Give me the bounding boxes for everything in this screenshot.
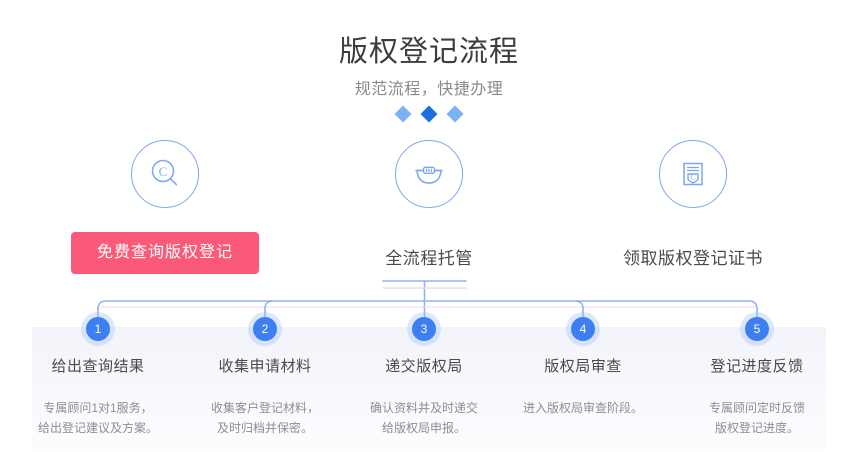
step-item-2: 收集申请材料 收集客户登记材料， 及时归档并保密。 — [170, 355, 360, 438]
step-desc-1: 专属顾问1对1服务， 给出登记建议及方案。 — [3, 398, 193, 438]
step-desc-line2-2: 及时归档并保密。 — [216, 421, 313, 435]
step-badge-2: 2 — [253, 317, 277, 341]
step-item-5: 登记进度反馈 专属顾问定时反馈 版权登记进度。 — [662, 355, 852, 438]
step-desc-4: 进入版权局审查阶段。 — [488, 398, 678, 418]
diamond-icon-left — [394, 105, 412, 123]
step-badge-1: 1 — [86, 317, 110, 341]
copyright-search-icon: C — [131, 140, 199, 208]
step-item-1: 给出查询结果 专属顾问1对1服务， 给出登记建议及方案。 — [3, 355, 193, 438]
step-desc-2: 收集客户登记材料， 及时归档并保密。 — [170, 398, 360, 438]
stage-label-3: 领取版权登记证书 — [623, 249, 763, 268]
step-desc-3: 确认资料并及时递交 给版权局申报。 — [329, 398, 519, 438]
step-desc-line2-5: 版权登记进度。 — [714, 421, 799, 435]
step-title-2: 收集申请材料 — [218, 358, 312, 375]
free-copyright-query-button[interactable]: 免费查询版权登记 — [70, 232, 259, 274]
stage-label-2: 全流程托管 — [385, 249, 473, 268]
stage-column-1: C 免费查询版权登记 — [35, 140, 295, 274]
diamond-separator — [0, 105, 858, 123]
step-item-3: 递交版权局 确认资料并及时递交 给版权局申报。 — [329, 355, 519, 438]
step-desc-line1-2: 收集客户登记材料， — [210, 401, 319, 415]
step-item-4: 版权局审查 进入版权局审查阶段。 — [488, 355, 678, 418]
stage-column-2: 全流程托管 — [299, 140, 559, 269]
step-desc-line1-4: 进入版权局审查阶段。 — [522, 401, 643, 415]
step-title-4: 版权局审查 — [544, 358, 622, 375]
svg-text:C: C — [159, 164, 168, 179]
svg-text:C: C — [690, 173, 695, 182]
step-title-3: 递交版权局 — [385, 358, 463, 375]
step-desc-line2-1: 给出登记建议及方案。 — [37, 421, 158, 435]
certificate-shield-icon: C — [659, 140, 727, 208]
step-desc-line1-5: 专属顾问定时反馈 — [708, 401, 805, 415]
page-subtitle: 规范流程，快捷办理 — [354, 81, 504, 98]
step-desc-5: 专属顾问定时反馈 版权登记进度。 — [662, 398, 852, 438]
step-desc-line2-3: 给版权局申报。 — [381, 421, 466, 435]
page-title: 版权登记流程 — [338, 36, 519, 68]
step-badge-4: 4 — [571, 317, 595, 341]
stage-column-3: C 领取版权登记证书 — [563, 140, 823, 269]
step-desc-line1-1: 专属顾问1对1服务， — [43, 401, 153, 415]
briefcase-custody-icon — [395, 140, 463, 208]
steps-backdrop-panel — [32, 327, 826, 452]
step-badge-5: 5 — [745, 317, 769, 341]
step-badge-3: 3 — [412, 317, 436, 341]
step-desc-line1-3: 确认资料并及时递交 — [369, 401, 478, 415]
diamond-icon-center — [420, 105, 438, 123]
diamond-icon-right — [446, 105, 464, 123]
step-title-1: 给出查询结果 — [51, 358, 145, 375]
step-title-5: 登记进度反馈 — [710, 358, 804, 375]
